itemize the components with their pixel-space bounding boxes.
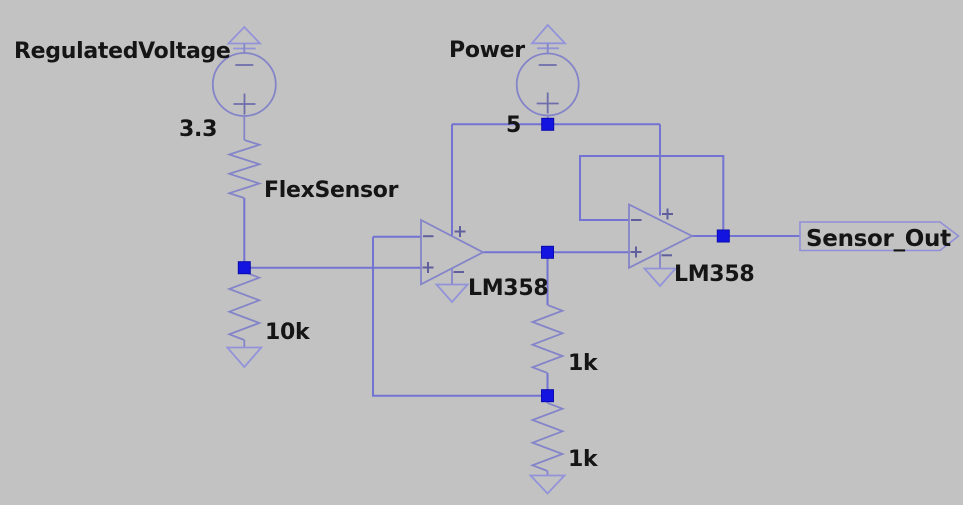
junction-divider-node[interactable] bbox=[237, 261, 251, 275]
junctions bbox=[237, 117, 730, 403]
ground-feedback[interactable] bbox=[528, 471, 567, 495]
power-flag-icon bbox=[530, 23, 568, 45]
ground-divider[interactable] bbox=[225, 340, 264, 369]
wires bbox=[243, 123, 800, 403]
opamp-part-label[interactable]: LM358 bbox=[674, 262, 755, 287]
resistor-flexsensor[interactable]: FlexSensor bbox=[226, 139, 399, 203]
wire-feedback-to-opamp1-minus[interactable] bbox=[372, 236, 548, 397]
resistor-zigzag bbox=[529, 402, 566, 472]
port-label[interactable]: Sensor_Out bbox=[806, 226, 951, 252]
vplus-supply-icon bbox=[454, 226, 466, 237]
resistor-1k-top[interactable]: 1k bbox=[529, 304, 600, 376]
resistor-label[interactable]: 10k bbox=[265, 320, 311, 345]
vplus-supply-icon bbox=[662, 208, 673, 220]
junction-feedback-node[interactable] bbox=[541, 389, 554, 403]
resistor-10k[interactable]: 10k bbox=[226, 271, 311, 345]
noninverting-input-plus-icon bbox=[422, 262, 434, 273]
opamp-part-label[interactable]: LM358 bbox=[468, 276, 549, 301]
resistor-label[interactable]: FlexSensor bbox=[264, 178, 399, 203]
resistor-1k-bottom[interactable]: 1k bbox=[529, 402, 600, 472]
resistor-label[interactable]: 1k bbox=[568, 447, 599, 472]
junction-opamp1-output[interactable] bbox=[541, 245, 554, 259]
source-name-label[interactable]: RegulatedVoltage bbox=[14, 39, 231, 64]
opamp-1[interactable]: LM358 bbox=[420, 218, 549, 304]
source-value-label[interactable]: 3.3 bbox=[179, 117, 217, 142]
port-flag-outline bbox=[799, 221, 960, 252]
resistor-label[interactable]: 1k bbox=[568, 351, 599, 376]
plus-icon bbox=[233, 93, 256, 115]
noninverting-input-plus-icon bbox=[630, 246, 642, 258]
ground-icon bbox=[642, 267, 678, 288]
power-flag-icon bbox=[226, 25, 263, 45]
ground-icon bbox=[225, 346, 264, 369]
plus-icon bbox=[536, 92, 559, 114]
resistor-zigzag bbox=[529, 304, 566, 374]
opamp-2[interactable]: LM358 bbox=[628, 203, 755, 288]
source-value-label[interactable]: 5 bbox=[506, 113, 521, 138]
wire-opamp2-feedback[interactable] bbox=[579, 155, 725, 236]
ground-icon bbox=[528, 474, 567, 495]
junction-opamp2-output[interactable] bbox=[716, 229, 730, 243]
resistor-zigzag bbox=[226, 271, 262, 341]
resistor-zigzag bbox=[226, 139, 263, 199]
voltage-source-power[interactable]: Power 5 bbox=[449, 23, 580, 138]
output-port-sensor-out[interactable]: Sensor_Out bbox=[799, 221, 960, 252]
voltage-source-regulatedvoltage[interactable]: RegulatedVoltage 3.3 bbox=[14, 25, 277, 142]
junction-power-rail[interactable] bbox=[541, 117, 555, 131]
ground-icon bbox=[434, 283, 470, 304]
source-name-label[interactable]: Power bbox=[449, 38, 526, 63]
